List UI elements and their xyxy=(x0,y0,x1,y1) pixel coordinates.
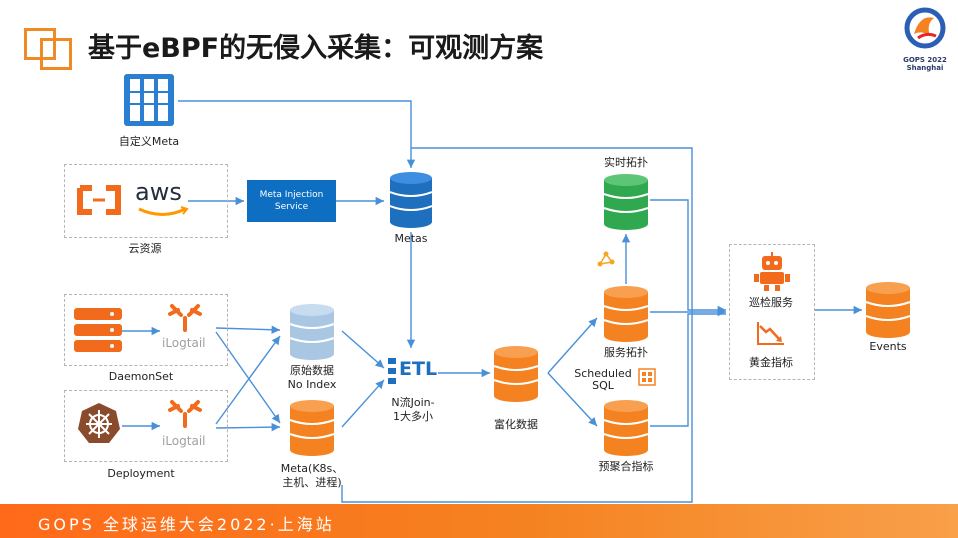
kubernetes-icon xyxy=(78,403,120,443)
metas-label: Metas xyxy=(394,232,428,245)
meta-k8s-label: Meta(K8s、 主机、进程) xyxy=(272,462,352,490)
raw-data-line1: 原始数据 xyxy=(290,364,334,377)
gops-logo: GOPS 2022 Shanghai xyxy=(900,4,950,72)
footer-bar xyxy=(0,504,958,538)
inspection-box xyxy=(729,244,815,380)
server-rack-icon xyxy=(124,74,174,126)
raw-data-label: 原始数据 No Index xyxy=(272,364,352,392)
raw-data-database-icon xyxy=(290,304,334,360)
etl-label: N流Join- 1大多小 xyxy=(378,396,448,424)
cloud-source-box xyxy=(64,164,228,238)
robot-icon xyxy=(754,252,790,291)
gops-event-name: GOPS 2022 xyxy=(903,56,947,64)
custom-meta-node xyxy=(124,74,174,126)
ilogtail-logo-icon-2 xyxy=(168,400,202,428)
gops-event-city: Shanghai xyxy=(906,64,944,72)
etl-line1: N流Join- xyxy=(391,396,435,409)
trend-down-icon xyxy=(757,322,784,345)
header-logo-square-front xyxy=(40,38,72,70)
ilogtail-logo-icon xyxy=(168,304,202,332)
preagg-label: 预聚合指标 xyxy=(598,460,654,473)
meta-injection-label: Meta Injection Service xyxy=(259,190,324,212)
scheduled-sql-icon xyxy=(638,368,656,386)
aws-logo-text: aws xyxy=(135,178,182,206)
etl-icon xyxy=(388,358,396,384)
meta-k8s-line1: Meta(K8s、 xyxy=(280,462,344,475)
custom-meta-label: 自定义Meta xyxy=(118,135,180,148)
metas-database-icon xyxy=(390,172,432,228)
footer-text: GOPS 全球运维大会2022·上海站 xyxy=(38,515,335,534)
enriched-label: 富化数据 xyxy=(494,418,538,431)
page-title: 基于eBPF的无侵入采集：可观测方案 xyxy=(88,33,544,64)
deployment-label: Deployment xyxy=(107,467,175,480)
realtime-topo-database-icon xyxy=(604,174,648,230)
raw-data-line2: No Index xyxy=(287,378,337,391)
ilogtail-label-1: iLogtail xyxy=(162,336,206,350)
etl-line2: 1大多小 xyxy=(393,410,433,423)
topology-graph-icon xyxy=(597,251,615,267)
daemonset-label: DaemonSet xyxy=(108,370,174,383)
aws-smile-icon xyxy=(138,206,189,216)
etl-node: ETL xyxy=(388,354,438,390)
deployment-box xyxy=(64,390,228,462)
scheduled-sql-label: Scheduled SQL xyxy=(572,368,634,392)
server-stack-icon xyxy=(74,308,122,352)
meta-injection-service: Meta Injection Service xyxy=(247,180,336,222)
ilogtail-label-2: iLogtail xyxy=(162,434,206,448)
cloud-source-label: 云资源 xyxy=(128,242,162,255)
meta-k8s-line2: 主机、进程) xyxy=(282,476,342,489)
aliyun-logo-icon xyxy=(76,184,122,216)
daemonset-box xyxy=(64,294,228,366)
service-topo-database-icon xyxy=(604,286,648,342)
events-label: Events xyxy=(869,340,907,353)
gops-emblem-icon xyxy=(904,7,946,49)
service-topo-label: 服务拓扑 xyxy=(604,346,648,359)
scheduled-line2: SQL xyxy=(592,379,614,392)
preagg-database-icon xyxy=(604,400,648,456)
meta-k8s-database-icon xyxy=(290,400,334,456)
scheduled-line1: Scheduled xyxy=(574,367,632,380)
enriched-database-icon xyxy=(494,346,538,402)
events-database-icon xyxy=(866,282,910,338)
etl-icon-text: ETL xyxy=(399,358,438,380)
golden-metrics-label: 黄金指标 xyxy=(749,356,793,369)
inspection-label: 巡检服务 xyxy=(749,296,793,309)
realtime-topo-label: 实时拓扑 xyxy=(604,156,648,169)
